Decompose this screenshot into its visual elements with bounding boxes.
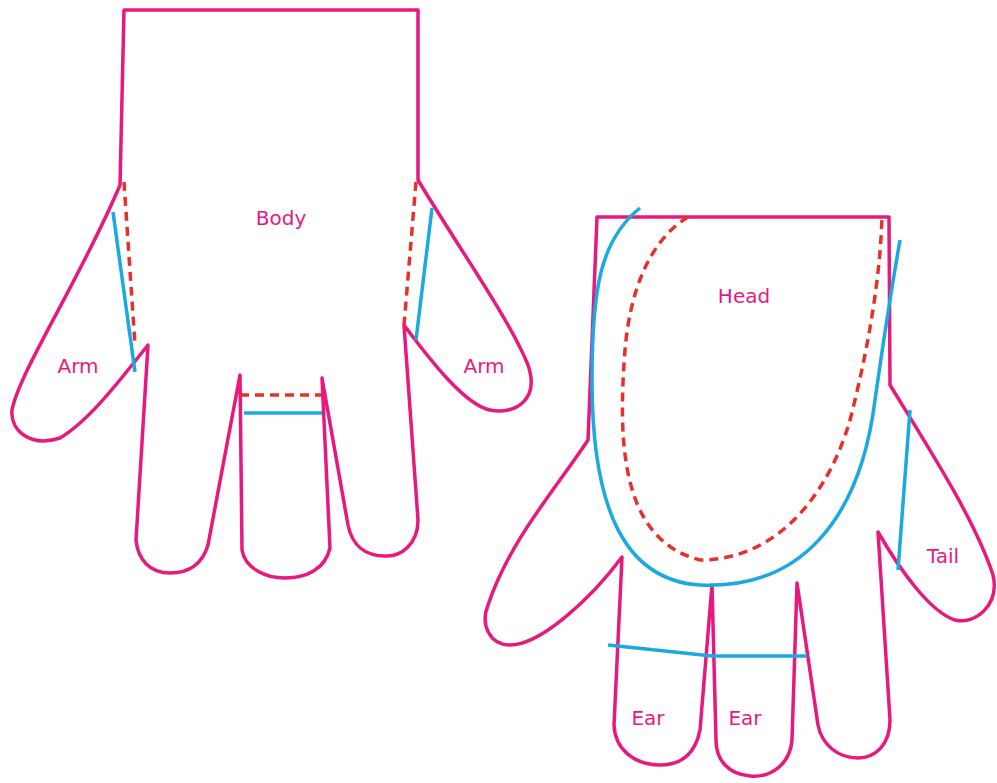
part-label: Head	[718, 285, 770, 307]
cut-line	[416, 208, 432, 340]
part-label: Body	[256, 207, 307, 229]
head-glove-outline	[485, 217, 994, 776]
part-label: Ear	[631, 707, 664, 729]
cut-line	[608, 645, 807, 656]
part-label: Tail	[927, 545, 959, 567]
fold-line	[240, 393, 322, 397]
cut-line	[898, 410, 910, 570]
fold-line	[404, 182, 416, 325]
cut-line	[113, 212, 135, 372]
cut-line	[592, 208, 900, 585]
part-label: Arm	[463, 355, 504, 377]
part-label: Ear	[728, 707, 761, 729]
body-glove-outline	[12, 10, 531, 578]
cut-line	[244, 411, 322, 415]
part-label: Arm	[57, 355, 98, 377]
